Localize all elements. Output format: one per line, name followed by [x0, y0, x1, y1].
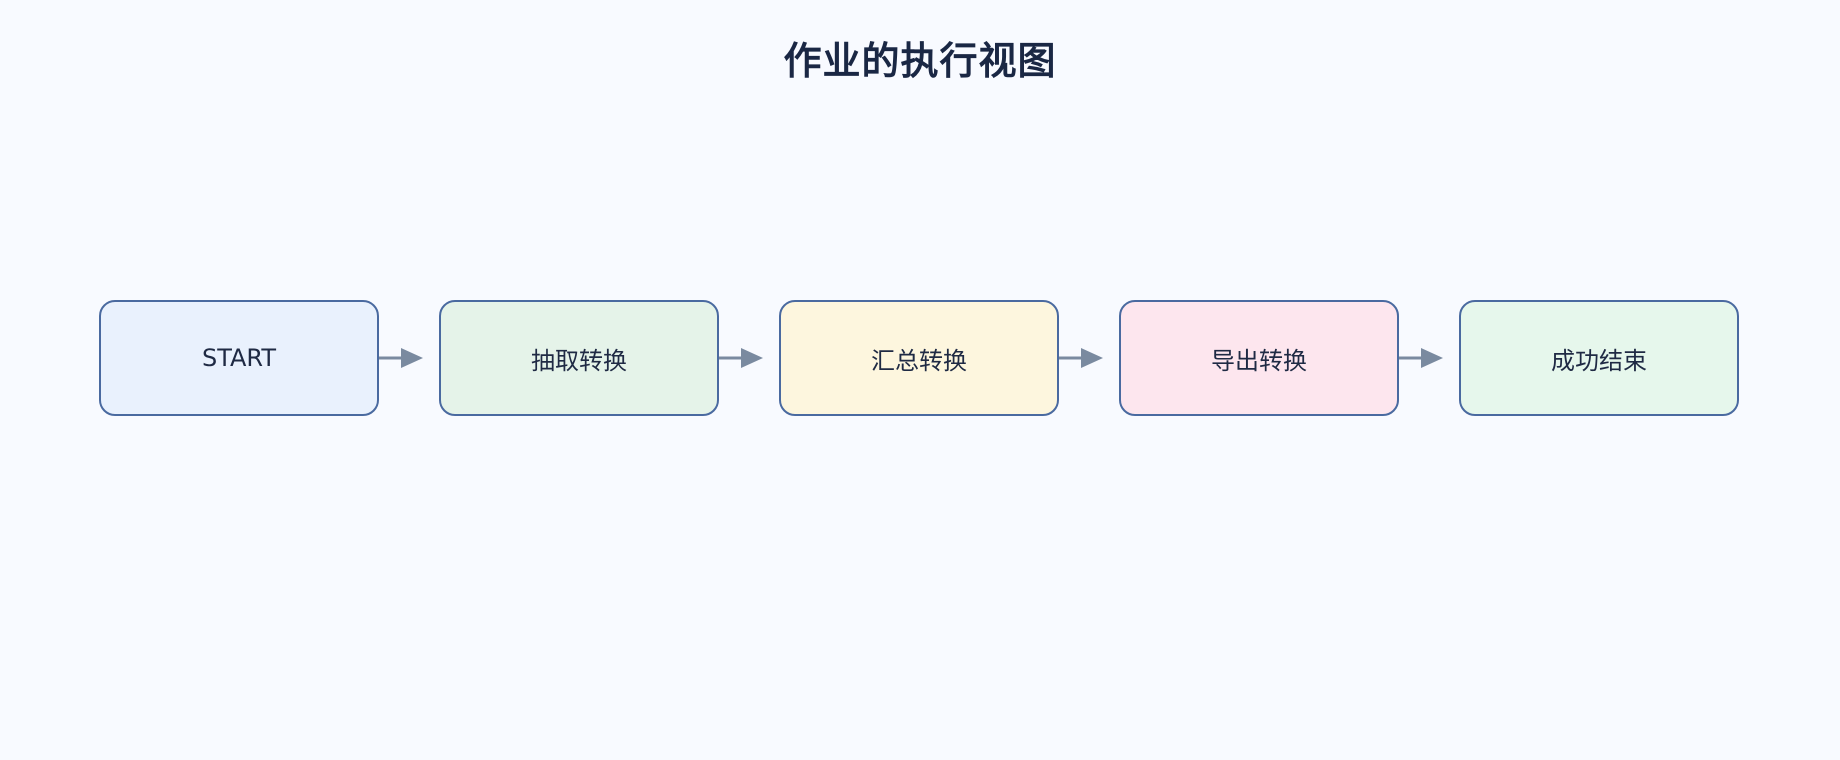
- diagram-title: 作业的执行视图: [783, 39, 1057, 83]
- node-extract-transform[interactable]: 抽取转换: [439, 300, 719, 416]
- arrow-icon: [1059, 348, 1103, 368]
- arrow-icon: [719, 348, 763, 368]
- node-label: 成功结束: [1551, 346, 1647, 375]
- node-export-transform[interactable]: 导出转换: [1119, 300, 1399, 416]
- node-success-end[interactable]: 成功结束: [1459, 300, 1739, 416]
- node-start[interactable]: START: [99, 300, 379, 416]
- node-label: 抽取转换: [531, 346, 627, 375]
- node-label: 导出转换: [1211, 346, 1307, 375]
- arrow-icon: [379, 348, 423, 368]
- node-summary-transform[interactable]: 汇总转换: [779, 300, 1059, 416]
- node-label: 汇总转换: [871, 346, 967, 375]
- arrow-icon: [1399, 348, 1443, 368]
- node-label: START: [201, 344, 277, 372]
